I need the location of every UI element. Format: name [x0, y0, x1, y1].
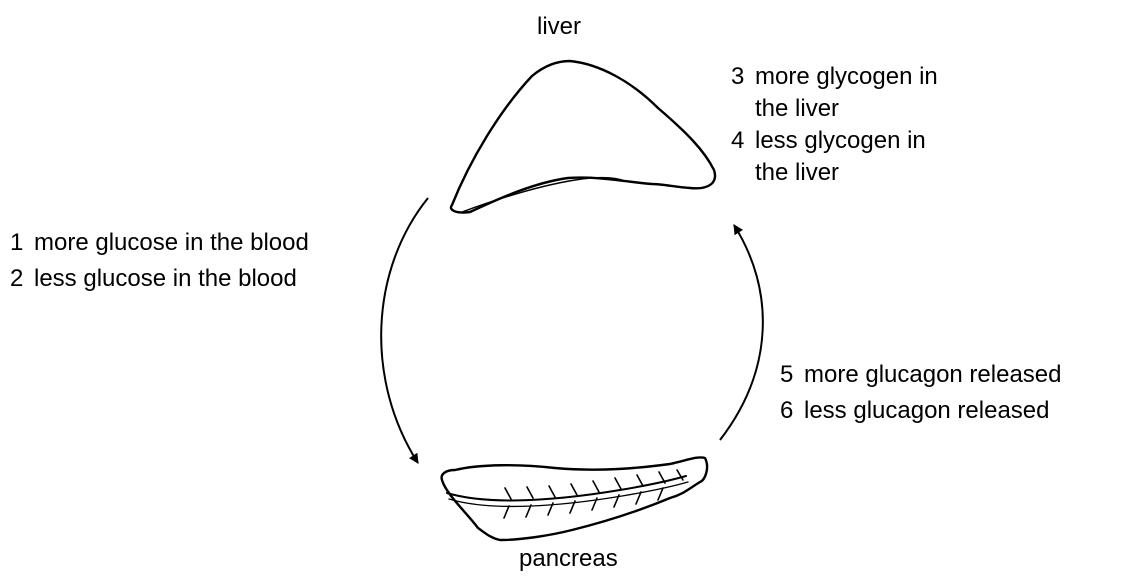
option-3-continued: the liver — [731, 94, 839, 124]
pancreas-label: pancreas — [519, 544, 618, 574]
arrow-liver-to-pancreas — [381, 198, 428, 463]
option-4-continued: the liver — [731, 158, 839, 188]
pancreas-illustration — [442, 457, 707, 540]
liver-label: liver — [537, 12, 581, 42]
arrow-pancreas-to-liver — [720, 225, 763, 440]
liver-illustration — [451, 61, 715, 213]
